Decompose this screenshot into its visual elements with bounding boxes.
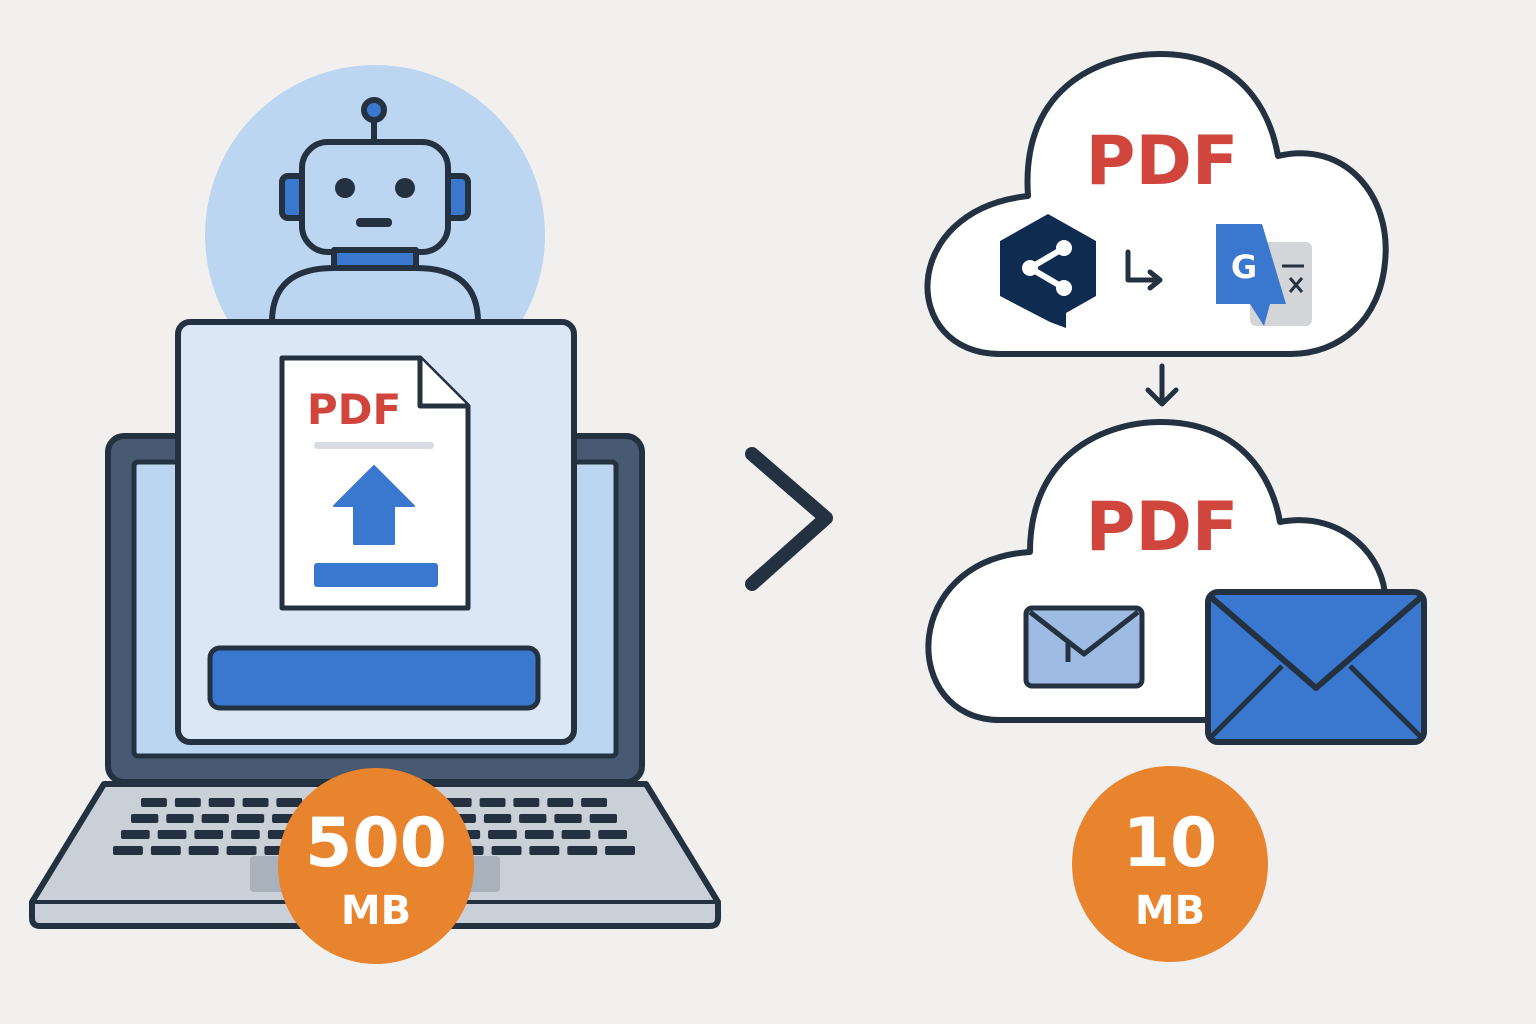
- keyboard-key: [166, 814, 194, 823]
- upload-button[interactable]: [207, 645, 541, 711]
- keyboard-key: [121, 830, 150, 839]
- keyboard-key: [513, 798, 540, 807]
- google-translate-icon: G: [1216, 224, 1312, 326]
- keyboard-key: [131, 814, 159, 823]
- processing-cloud: PDF G: [924, 51, 1389, 357]
- result-size-badge: [1072, 766, 1268, 962]
- keyboard-key: [547, 798, 574, 807]
- robot-right-eye: [395, 178, 415, 198]
- keyboard-key: [519, 814, 547, 823]
- processing-pdf-label: PDF: [1086, 122, 1239, 201]
- keyboard-key: [201, 814, 229, 823]
- deepl-icon: [1000, 214, 1096, 328]
- keyboard-key: [561, 830, 591, 839]
- robot-icon: [269, 97, 481, 325]
- keyboard-key: [524, 830, 554, 839]
- keyboard-key: [174, 798, 201, 807]
- keyboard-key: [231, 830, 260, 839]
- robot-left-eye: [335, 178, 355, 198]
- source-size-value: 500: [305, 804, 447, 883]
- result-size-value: 10: [1123, 804, 1218, 883]
- keyboard-key: [194, 830, 224, 839]
- keyboard-key: [276, 798, 303, 807]
- keyboard-key: [113, 846, 143, 855]
- upload-arrow-icon: [333, 465, 415, 545]
- right-turn-arrow-icon: [1125, 249, 1163, 291]
- keyboard-key: [598, 830, 627, 839]
- large-envelope-icon: [1205, 589, 1427, 745]
- keyboard-key: [491, 846, 522, 855]
- keyboard-key: [589, 814, 617, 823]
- result-size-unit: MB: [1135, 888, 1205, 934]
- source-pdf-label: PDF: [307, 385, 401, 434]
- keyboard-key: [488, 830, 517, 839]
- keyboard-key: [141, 798, 167, 807]
- keyboard-key: [483, 814, 512, 823]
- laptop-keyboard: [113, 798, 635, 855]
- keyboard-key: [554, 814, 582, 823]
- keyboard-key: [242, 798, 269, 807]
- keyboard-key: [226, 846, 257, 855]
- keyboard-key: [157, 830, 187, 839]
- keyboard-key: [567, 846, 598, 855]
- keyboard-key: [208, 798, 235, 807]
- chevron-right-icon: [745, 447, 833, 591]
- keyboard-key: [150, 846, 181, 855]
- keyboard-key: [529, 846, 560, 855]
- delivery-pdf-label: PDF: [1086, 488, 1239, 567]
- keyboard-key: [581, 798, 607, 807]
- keyboard-key: [605, 846, 635, 855]
- robot-mouth: [356, 218, 392, 227]
- robot-laptop-group: PDF 500 MB: [29, 65, 721, 964]
- keyboard-key: [236, 814, 265, 823]
- keyboard-key: [479, 798, 506, 807]
- source-size-badge: [278, 768, 474, 964]
- down-arrow-icon: [1145, 363, 1179, 407]
- source-size-unit: MB: [341, 888, 411, 934]
- svg-text:G: G: [1231, 248, 1257, 286]
- pdf-document-icon: [279, 355, 471, 611]
- small-envelope-icon: [1023, 605, 1145, 689]
- keyboard-key: [188, 846, 219, 855]
